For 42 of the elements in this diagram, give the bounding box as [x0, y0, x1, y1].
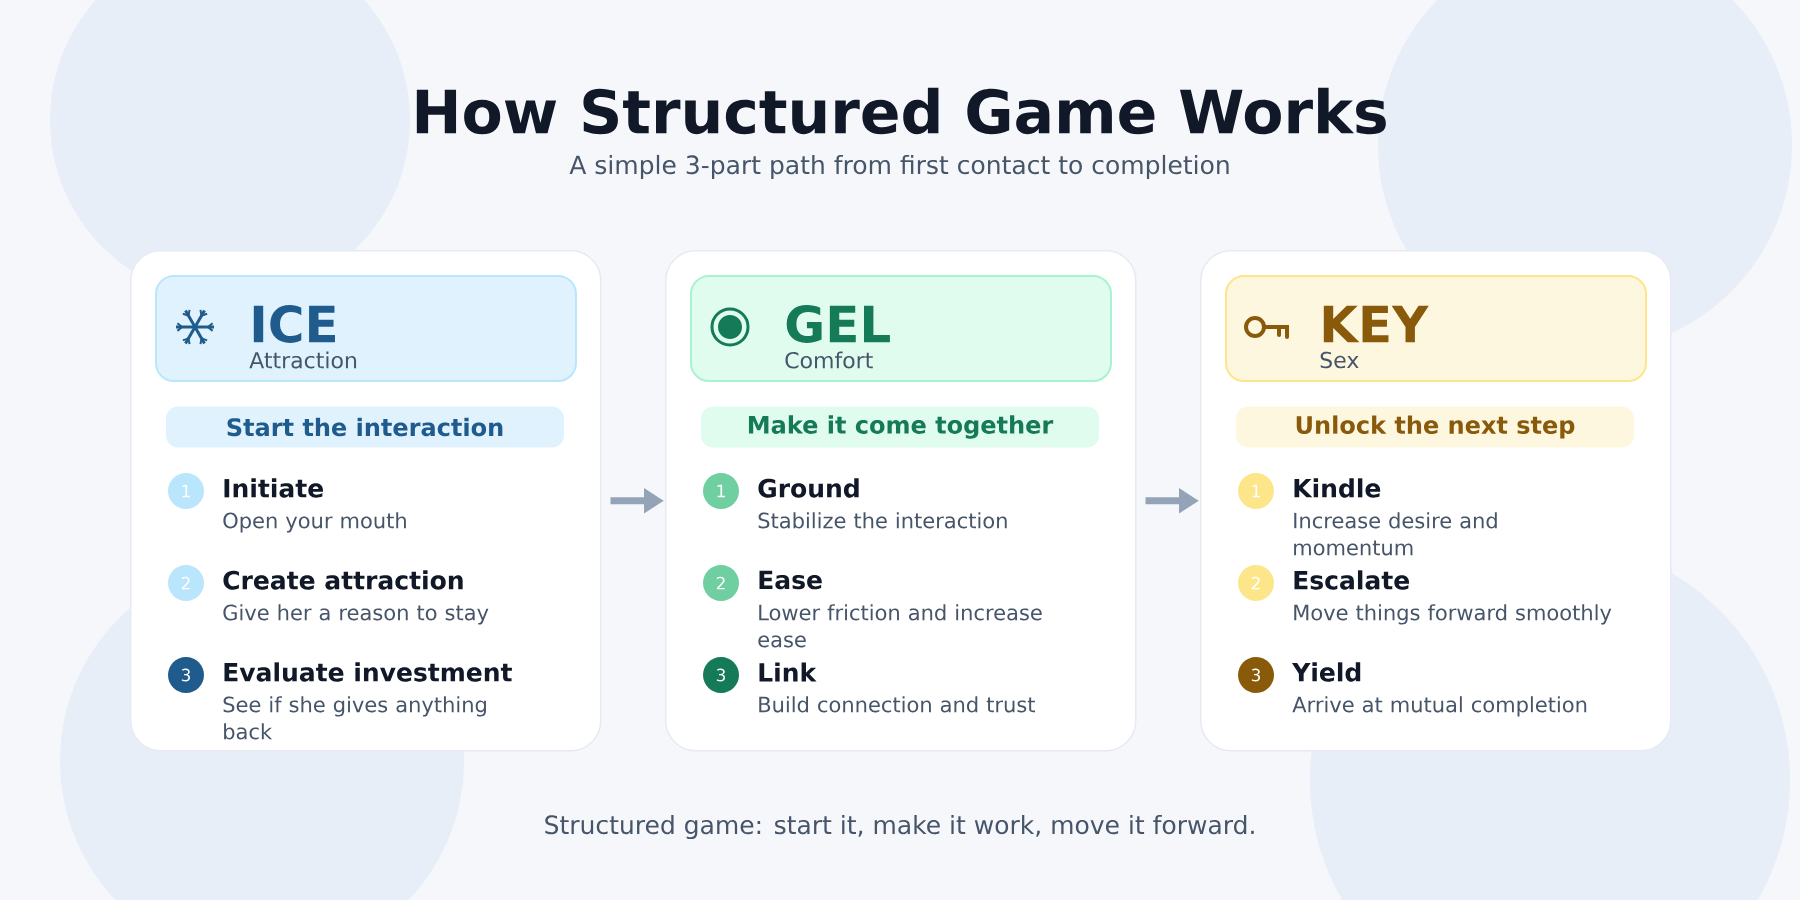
step-title: Initiate [224, 478, 323, 498]
step-title: Yield [1291, 662, 1361, 682]
step-description: Lower friction and increase ease [758, 604, 1042, 648]
step-description: Stabilize the interaction [758, 512, 1007, 529]
stage-name: KEY [1323, 305, 1429, 343]
step-title: Escalate [1294, 570, 1409, 590]
step-number: 3 [1238, 657, 1274, 693]
stage-subtitle: Attraction [249, 351, 357, 369]
step-number: 3 [168, 657, 204, 693]
header-box [1225, 275, 1647, 382]
stage-goal: Make it come together [701, 406, 1099, 448]
step-description: Give her a reason to stay [223, 604, 489, 625]
stage-subtitle: Sex [1320, 351, 1359, 369]
title: How Structured Game Works [416, 87, 1386, 135]
stage-subtitle: Comfort [785, 351, 873, 369]
step-number: 2 [1238, 565, 1274, 601]
step-number: 1 [1238, 473, 1274, 509]
step-number: 2 [168, 565, 204, 601]
step-description: Increase desire and momentum [1294, 512, 1497, 556]
subtitle: A simple 3-part path from first contact to completion [569, 154, 1229, 180]
header-box [155, 275, 577, 382]
step-number: 3 [703, 657, 739, 693]
step-title: Link [759, 662, 817, 682]
step-title: Kindle [1294, 478, 1381, 498]
step-number: 2 [703, 565, 739, 601]
step-title: Ease [759, 570, 822, 590]
step-description: Arrive at mutual completion [1292, 696, 1587, 717]
step-title: Evaluate investment [224, 662, 512, 682]
step-title: Ground [758, 478, 859, 498]
step-description: Open your mouth [223, 512, 406, 533]
step-number: 1 [703, 473, 739, 509]
stage-goal: Start the interaction [166, 406, 564, 448]
stage-name: GEL [786, 305, 890, 343]
step-title: Create attraction [223, 570, 463, 590]
step-description: Build connection and trust [759, 696, 1035, 713]
step-description: Move things forward smoothly [1294, 604, 1612, 625]
stage-name: ICE [253, 305, 335, 343]
caption: Structured game: start it, make it work, move it forward. [545, 814, 1254, 840]
header-box [690, 275, 1112, 382]
stage-goal: Unlock the next step [1236, 406, 1634, 448]
step-number: 1 [168, 473, 204, 509]
step-description: See if she gives anything back [223, 696, 486, 740]
